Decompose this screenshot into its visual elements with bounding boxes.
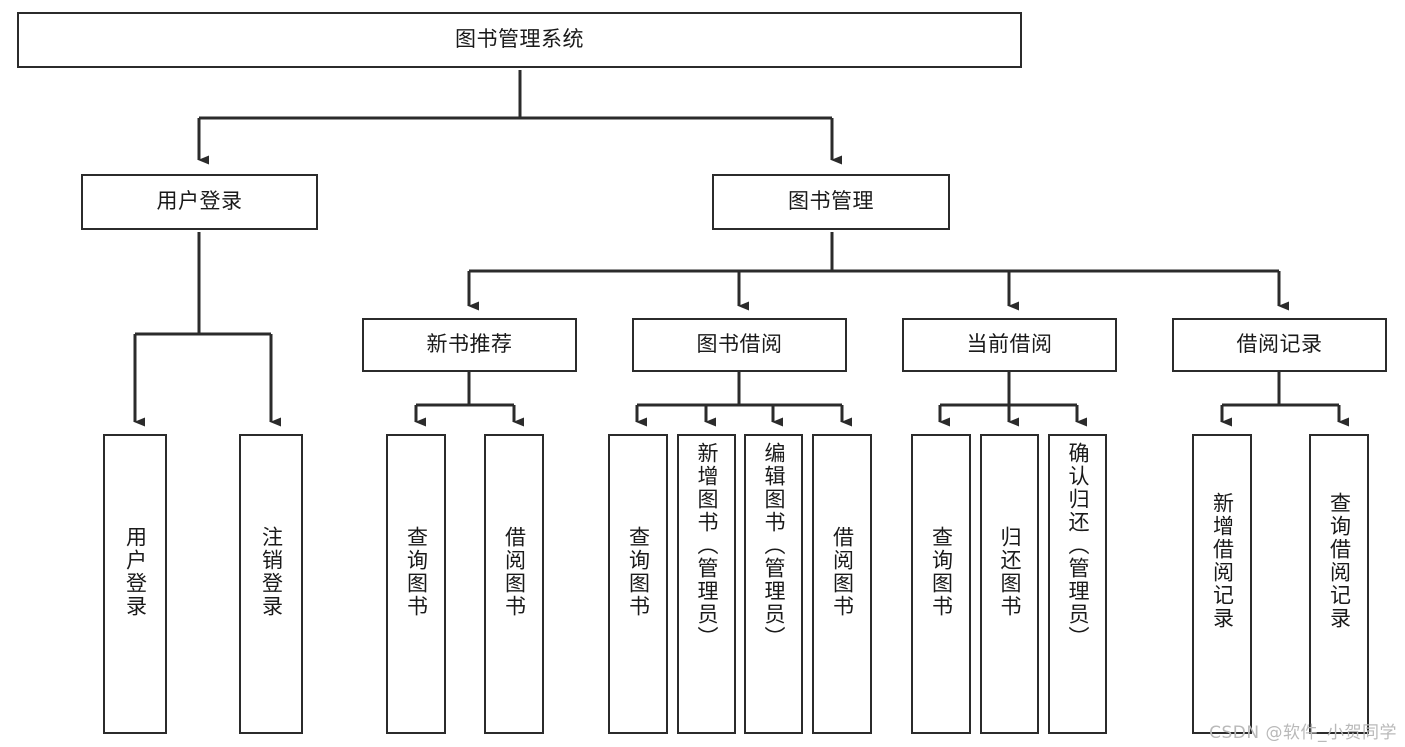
node-label: 查询图书 [626,526,651,618]
node-leaf-query-book-current[interactable]: 查询图书 [911,434,971,734]
node-leaf-add-borrow-record[interactable]: 新增借阅记录 [1192,434,1252,734]
node-current-borrow[interactable]: 当前借阅 [902,318,1117,372]
node-label: 图书管理 [788,189,874,214]
node-label: 图书借阅 [696,332,783,357]
node-label: 编辑图书（管理员） [762,442,786,649]
node-label: 新增借阅记录 [1210,492,1235,630]
node-label: 查询图书 [929,526,954,618]
node-root-book-management-system[interactable]: 图书管理系统 [17,12,1022,68]
node-label: 借阅图书 [502,526,527,618]
node-leaf-return-book[interactable]: 归还图书 [980,434,1039,734]
node-leaf-logout[interactable]: 注销登录 [239,434,303,734]
node-leaf-confirm-return-admin[interactable]: 确认归还（管理员） [1048,434,1107,734]
node-label: 归还图书 [998,526,1022,618]
node-label: 图书管理系统 [455,27,584,52]
node-leaf-query-borrow-record[interactable]: 查询借阅记录 [1309,434,1369,734]
node-book-management[interactable]: 图书管理 [712,174,950,230]
node-label: 借阅记录 [1236,332,1323,357]
node-label: 查询图书 [404,526,429,618]
node-new-book-recommend[interactable]: 新书推荐 [362,318,577,372]
node-leaf-user-login[interactable]: 用户登录 [103,434,167,734]
node-label: 新书推荐 [426,332,513,357]
node-leaf-borrow-book-recommend[interactable]: 借阅图书 [484,434,544,734]
node-leaf-edit-book-admin[interactable]: 编辑图书（管理员） [744,434,803,734]
node-leaf-add-book-admin[interactable]: 新增图书（管理员） [677,434,736,734]
node-user-login[interactable]: 用户登录 [81,174,318,230]
node-book-borrow[interactable]: 图书借阅 [632,318,847,372]
node-label: 当前借阅 [966,332,1053,357]
node-leaf-borrow-book[interactable]: 借阅图书 [812,434,872,734]
node-leaf-query-book-borrow[interactable]: 查询图书 [608,434,668,734]
node-leaf-query-book-recommend[interactable]: 查询图书 [386,434,446,734]
node-label: 借阅图书 [830,526,855,618]
node-label: 用户登录 [156,189,243,214]
node-label: 注销登录 [259,526,284,618]
node-label: 确认归还（管理员） [1066,442,1090,649]
node-label: 新增图书（管理员） [695,442,719,649]
node-label: 查询借阅记录 [1327,492,1352,630]
node-label: 用户登录 [123,526,148,618]
node-borrow-record[interactable]: 借阅记录 [1172,318,1387,372]
